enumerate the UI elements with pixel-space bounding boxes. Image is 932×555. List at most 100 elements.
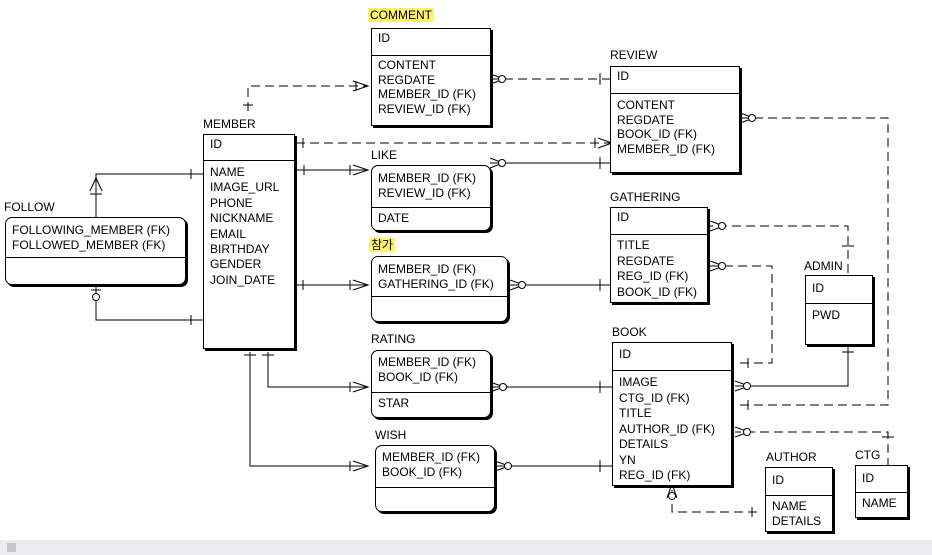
gathering-pk: ID — [611, 208, 707, 234]
book-author-id: AUTHOR_ID (FK) — [619, 421, 715, 436]
follow-pk: FOLLOWING_MEMBER (FK) FOLLOWED_MEMBER (F… — [6, 218, 185, 257]
author-details: DETAILS — [772, 513, 822, 528]
member-name: NAME — [210, 165, 245, 179]
entity-comment[interactable]: ID CONTENT REGDATE MEMBER_ID (FK) REVIEW… — [371, 28, 491, 126]
entity-member[interactable]: ID NAME IMAGE_URL PHONE NICKNAME EMAIL B… — [203, 134, 295, 349]
entity-ctg[interactable]: ID NAME — [855, 465, 908, 518]
comment-id: ID — [378, 31, 390, 45]
join-gathering-id: GATHERING_ID (FK) — [378, 276, 494, 291]
member-attrs: NAME IMAGE_URL PHONE NICKNAME EMAIL BIRT… — [204, 160, 294, 290]
like-member-id: MEMBER_ID (FK) — [378, 171, 477, 185]
like-review-id: REVIEW_ID (FK) — [378, 185, 471, 200]
author-attrs: NAME DETAILS — [766, 495, 832, 530]
admin-pwd: PWD — [812, 308, 840, 322]
entity-rating[interactable]: MEMBER_ID (FK) BOOK_ID (FK) STAR — [371, 350, 491, 418]
review-book-id: BOOK_ID (FK) — [617, 127, 698, 141]
ctg-attrs: NAME — [856, 492, 907, 513]
review-regdate: REGDATE — [617, 112, 675, 127]
follow-followed-member: FOLLOWED_MEMBER (FK) — [12, 237, 166, 252]
member-email: EMAIL — [210, 226, 247, 241]
ctg-id: ID — [862, 471, 874, 485]
review-id: ID — [617, 69, 629, 83]
entity-book[interactable]: ID IMAGE CTG_ID (FK) TITLE AUTHOR_ID (FK… — [612, 342, 732, 486]
author-name: NAME — [772, 499, 807, 513]
comment-pk: ID — [372, 29, 490, 55]
member-pk: ID — [204, 135, 294, 160]
review-content: CONTENT — [617, 98, 675, 112]
join-attrs — [372, 296, 507, 301]
rating-pk: MEMBER_ID (FK) BOOK_ID (FK) — [372, 351, 490, 392]
entity-author[interactable]: ID NAME DETAILS — [765, 467, 833, 532]
gathering-book-id: BOOK_ID (FK) — [617, 284, 698, 299]
entity-wish[interactable]: MEMBER_ID (FK) BOOK_ID (FK) — [375, 445, 495, 512]
member-id: ID — [210, 137, 222, 151]
admin-attrs: PWD — [806, 303, 872, 325]
rating-star: STAR — [378, 396, 410, 410]
author-title: AUTHOR — [766, 450, 817, 464]
entity-review[interactable]: ID CONTENT REGDATE BOOK_ID (FK) MEMBER_I… — [610, 66, 740, 173]
rating-book-id: BOOK_ID (FK) — [378, 369, 459, 384]
admin-title: ADMIN — [804, 259, 843, 273]
join-title: 참가 — [369, 238, 396, 252]
comment-content: CONTENT — [378, 58, 436, 72]
book-title: BOOK — [612, 325, 647, 339]
book-ctg-id: CTG_ID (FK) — [619, 390, 690, 405]
book-attrs: IMAGE CTG_ID (FK) TITLE AUTHOR_ID (FK) D… — [613, 370, 731, 486]
comment-regdate: REGDATE — [378, 72, 436, 87]
book-details: DETAILS — [619, 437, 669, 451]
comment-title: COMMENT — [368, 8, 434, 22]
entity-admin[interactable]: ID PWD — [805, 275, 873, 345]
entity-join[interactable]: MEMBER_ID (FK) GATHERING_ID (FK) — [371, 256, 508, 322]
author-id: ID — [772, 473, 784, 487]
like-pk: MEMBER_ID (FK) REVIEW_ID (FK) — [372, 166, 490, 207]
entity-gathering[interactable]: ID TITLE REGDATE REG_ID (FK) BOOK_ID (FK… — [610, 207, 708, 303]
member-title: MEMBER — [203, 117, 256, 131]
gathering-regdate: REGDATE — [617, 253, 675, 268]
join-pk: MEMBER_ID (FK) GATHERING_ID (FK) — [372, 257, 507, 296]
member-birthday: BIRTHDAY — [210, 242, 270, 257]
entity-follow[interactable]: FOLLOWING_MEMBER (FK) FOLLOWED_MEMBER (F… — [5, 217, 186, 285]
entity-like[interactable]: MEMBER_ID (FK) REVIEW_ID (FK) DATE — [371, 165, 491, 231]
book-id: ID — [619, 347, 631, 361]
ctg-name: NAME — [862, 496, 897, 510]
wish-book-id: BOOK_ID (FK) — [382, 464, 463, 479]
book-reg-id: REG_ID (FK) — [619, 468, 691, 482]
review-member-id: MEMBER_ID (FK) — [617, 141, 716, 156]
gathering-title: GATHERING — [610, 190, 681, 204]
comment-review-id: REVIEW_ID (FK) — [378, 101, 471, 116]
like-title: LIKE — [371, 148, 398, 162]
rating-member-id: MEMBER_ID (FK) — [378, 355, 477, 369]
wish-attrs — [376, 487, 494, 492]
bottom-scroll-strip — [0, 540, 932, 555]
member-nickname: NICKNAME — [210, 211, 274, 226]
join-member-id: MEMBER_ID (FK) — [378, 262, 477, 276]
rating-title: RATING — [371, 332, 416, 346]
follow-attrs — [6, 257, 185, 262]
admin-id: ID — [812, 281, 824, 295]
member-phone: PHONE — [210, 195, 253, 210]
like-attrs: DATE — [372, 207, 490, 228]
author-pk: ID — [766, 468, 832, 495]
follow-following-member: FOLLOWING_MEMBER (FK) — [12, 223, 171, 237]
ctg-title: CTG — [855, 448, 881, 462]
review-title: REVIEW — [610, 48, 658, 62]
ctg-pk: ID — [856, 466, 907, 492]
gathering-id: ID — [617, 210, 629, 224]
member-join-date: JOIN_DATE — [210, 272, 276, 287]
book-pk: ID — [613, 343, 731, 370]
book-yn: YN — [619, 452, 636, 467]
review-attrs: CONTENT REGDATE BOOK_ID (FK) MEMBER_ID (… — [611, 93, 739, 158]
member-gender: GENDER — [210, 257, 262, 272]
wish-member-id: MEMBER_ID (FK) — [382, 450, 481, 464]
gathering-attrs: TITLE REGDATE REG_ID (FK) BOOK_ID (FK) — [611, 234, 707, 302]
scroll-corner — [7, 543, 16, 552]
wish-title: WISH — [375, 428, 407, 442]
wish-pk: MEMBER_ID (FK) BOOK_ID (FK) — [376, 446, 494, 487]
rating-attrs: STAR — [372, 392, 490, 413]
like-date: DATE — [378, 211, 410, 225]
comment-member-id: MEMBER_ID (FK) — [378, 87, 477, 101]
member-image-url: IMAGE_URL — [210, 180, 280, 195]
gathering-reg-id: REG_ID (FK) — [617, 269, 689, 283]
book-title-attr: TITLE — [619, 406, 652, 420]
admin-pk: ID — [806, 276, 872, 303]
